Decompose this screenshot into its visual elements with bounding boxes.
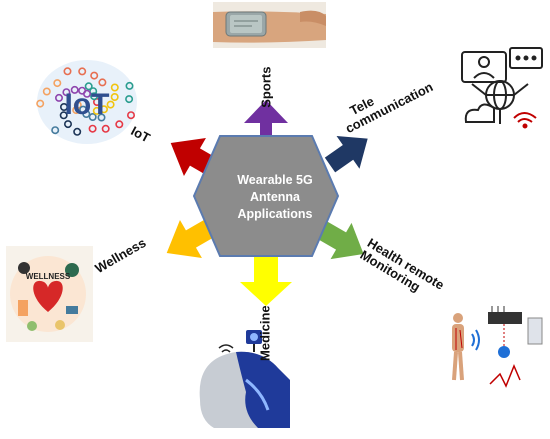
iot-icon-dot [62, 88, 71, 97]
health-arrow [317, 221, 364, 260]
iot-icon-dot [42, 87, 51, 96]
center-title-line-1: Wearable 5G [237, 173, 313, 187]
iot-icon-dot [127, 111, 136, 120]
iot-icon-dot [88, 113, 97, 122]
iot-icon-dot [106, 100, 115, 109]
iot-icon-dot [79, 105, 88, 114]
iot-icon-dot [90, 71, 99, 80]
iot-icon-dot [51, 126, 60, 135]
iot-icon-dot [84, 82, 93, 91]
iot-icon-dot [100, 105, 109, 114]
sports-arrow [244, 100, 288, 138]
iot-icon-dot [54, 93, 63, 102]
medicine-arrow [240, 255, 292, 306]
iot-icon-dot [97, 113, 106, 122]
iot-icon-dot [36, 99, 45, 108]
iot-icon-dot [73, 101, 82, 110]
center-hexagon [192, 135, 340, 257]
iot-icon-dot [125, 81, 134, 90]
center-title-line-3: Applications [237, 206, 313, 221]
iot-icon-dot [125, 95, 134, 104]
center-title-line-2: Antenna [250, 189, 300, 204]
wellness-arrow [166, 219, 215, 259]
medicine-head-image [199, 330, 290, 428]
iot-icon-dot [83, 89, 92, 98]
iot-icon-dot [63, 67, 72, 76]
iot-icon-dot [92, 106, 101, 115]
iot-icon-dot [70, 85, 79, 94]
iot-icon-dot [98, 78, 107, 87]
iot-icon-dot [64, 120, 73, 129]
iot-cloud-image: IoT [36, 60, 137, 144]
telecom-arrow [324, 135, 368, 173]
label-sports: Sports [258, 66, 274, 108]
iot-icon-dot [59, 103, 68, 112]
center-title: Wearable 5G Antenna Applications [215, 172, 335, 223]
label-medicine: Medicine [257, 305, 273, 361]
iot-icon-dot [53, 79, 62, 88]
iot-icon-dot [88, 124, 97, 133]
iot-icon-dot [101, 124, 110, 133]
health-monitoring-image [446, 306, 546, 392]
iot-icon-dot [73, 127, 82, 136]
svg-text:IoT: IoT [65, 88, 110, 121]
iot-icon-dot [90, 92, 99, 101]
wellness-collage-image: WELLNESS [6, 246, 93, 342]
iot-icon-dot [115, 120, 124, 129]
iot-icon-dot [59, 111, 68, 120]
svg-text:WELLNESS: WELLNESS [26, 272, 71, 281]
iot-icon-dot [110, 93, 119, 102]
telecommunication-icon [461, 47, 543, 129]
iot-icon-dot [78, 67, 87, 76]
iot-icon-dot [110, 83, 119, 92]
smartwatch-wrist-image [213, 2, 326, 48]
